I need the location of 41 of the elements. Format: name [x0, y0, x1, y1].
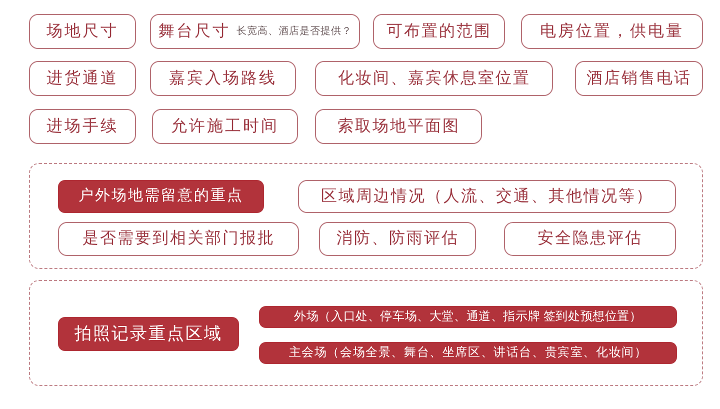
filled-box — [58, 317, 239, 351]
item-label: 主会场（会场全景、舞台、坐席区、讲话台、贵宾室、化妆间） — [288, 346, 648, 360]
item-label: 电房位置，供电量 — [540, 22, 684, 40]
rounded-box — [150, 61, 296, 96]
dashed-frame — [29, 163, 703, 269]
item-label: 区域周边情况（人流、交通、其他情况等） — [320, 188, 654, 206]
rounded-box — [29, 109, 136, 144]
filled-box — [259, 306, 677, 328]
rounded-box — [319, 222, 476, 256]
filled-box — [58, 180, 264, 213]
item-label: 可布置的范围 — [386, 22, 492, 40]
rounded-box — [504, 222, 676, 256]
item-label: 拍照记录重点区域 — [74, 324, 222, 344]
item-label: 化妆间、嘉宾休息室位置 — [338, 70, 530, 88]
rounded-box — [575, 61, 703, 96]
item-label: 外场（入口处、停车场、大堂、通道、指示牌 签到处预想位置） — [294, 310, 642, 324]
item-label: 舞台尺寸 — [158, 22, 230, 40]
item-label: 场地尺寸 — [46, 22, 118, 40]
rounded-box — [298, 180, 676, 213]
rounded-box — [315, 109, 482, 144]
item-label: 安全隐患评估 — [538, 230, 642, 248]
item-label: 索取场地平面图 — [337, 118, 460, 136]
item-label: 消防、防雨评估 — [336, 230, 459, 248]
dashed-frame — [29, 280, 703, 386]
rounded-box — [152, 109, 298, 144]
item-label: 酒店销售电话 — [586, 70, 692, 88]
rounded-box — [150, 14, 360, 49]
item-label: 进场手续 — [46, 118, 118, 136]
side-note: 长宽高、酒店是否提供？ — [236, 26, 352, 37]
rounded-box — [521, 14, 703, 49]
item-label: 户外场地需留意的重点 — [78, 188, 244, 205]
rounded-box — [315, 61, 553, 96]
item-label: 允许施工时间 — [171, 118, 279, 136]
item-label: 嘉宾入场路线 — [169, 70, 277, 88]
rounded-box — [29, 14, 136, 49]
item-label: 进货通道 — [46, 70, 118, 88]
rounded-box — [58, 222, 299, 256]
rounded-box — [29, 61, 136, 96]
item-label: 是否需要到相关部门报批 — [82, 230, 275, 248]
filled-box — [259, 342, 677, 364]
rounded-box — [373, 14, 505, 49]
